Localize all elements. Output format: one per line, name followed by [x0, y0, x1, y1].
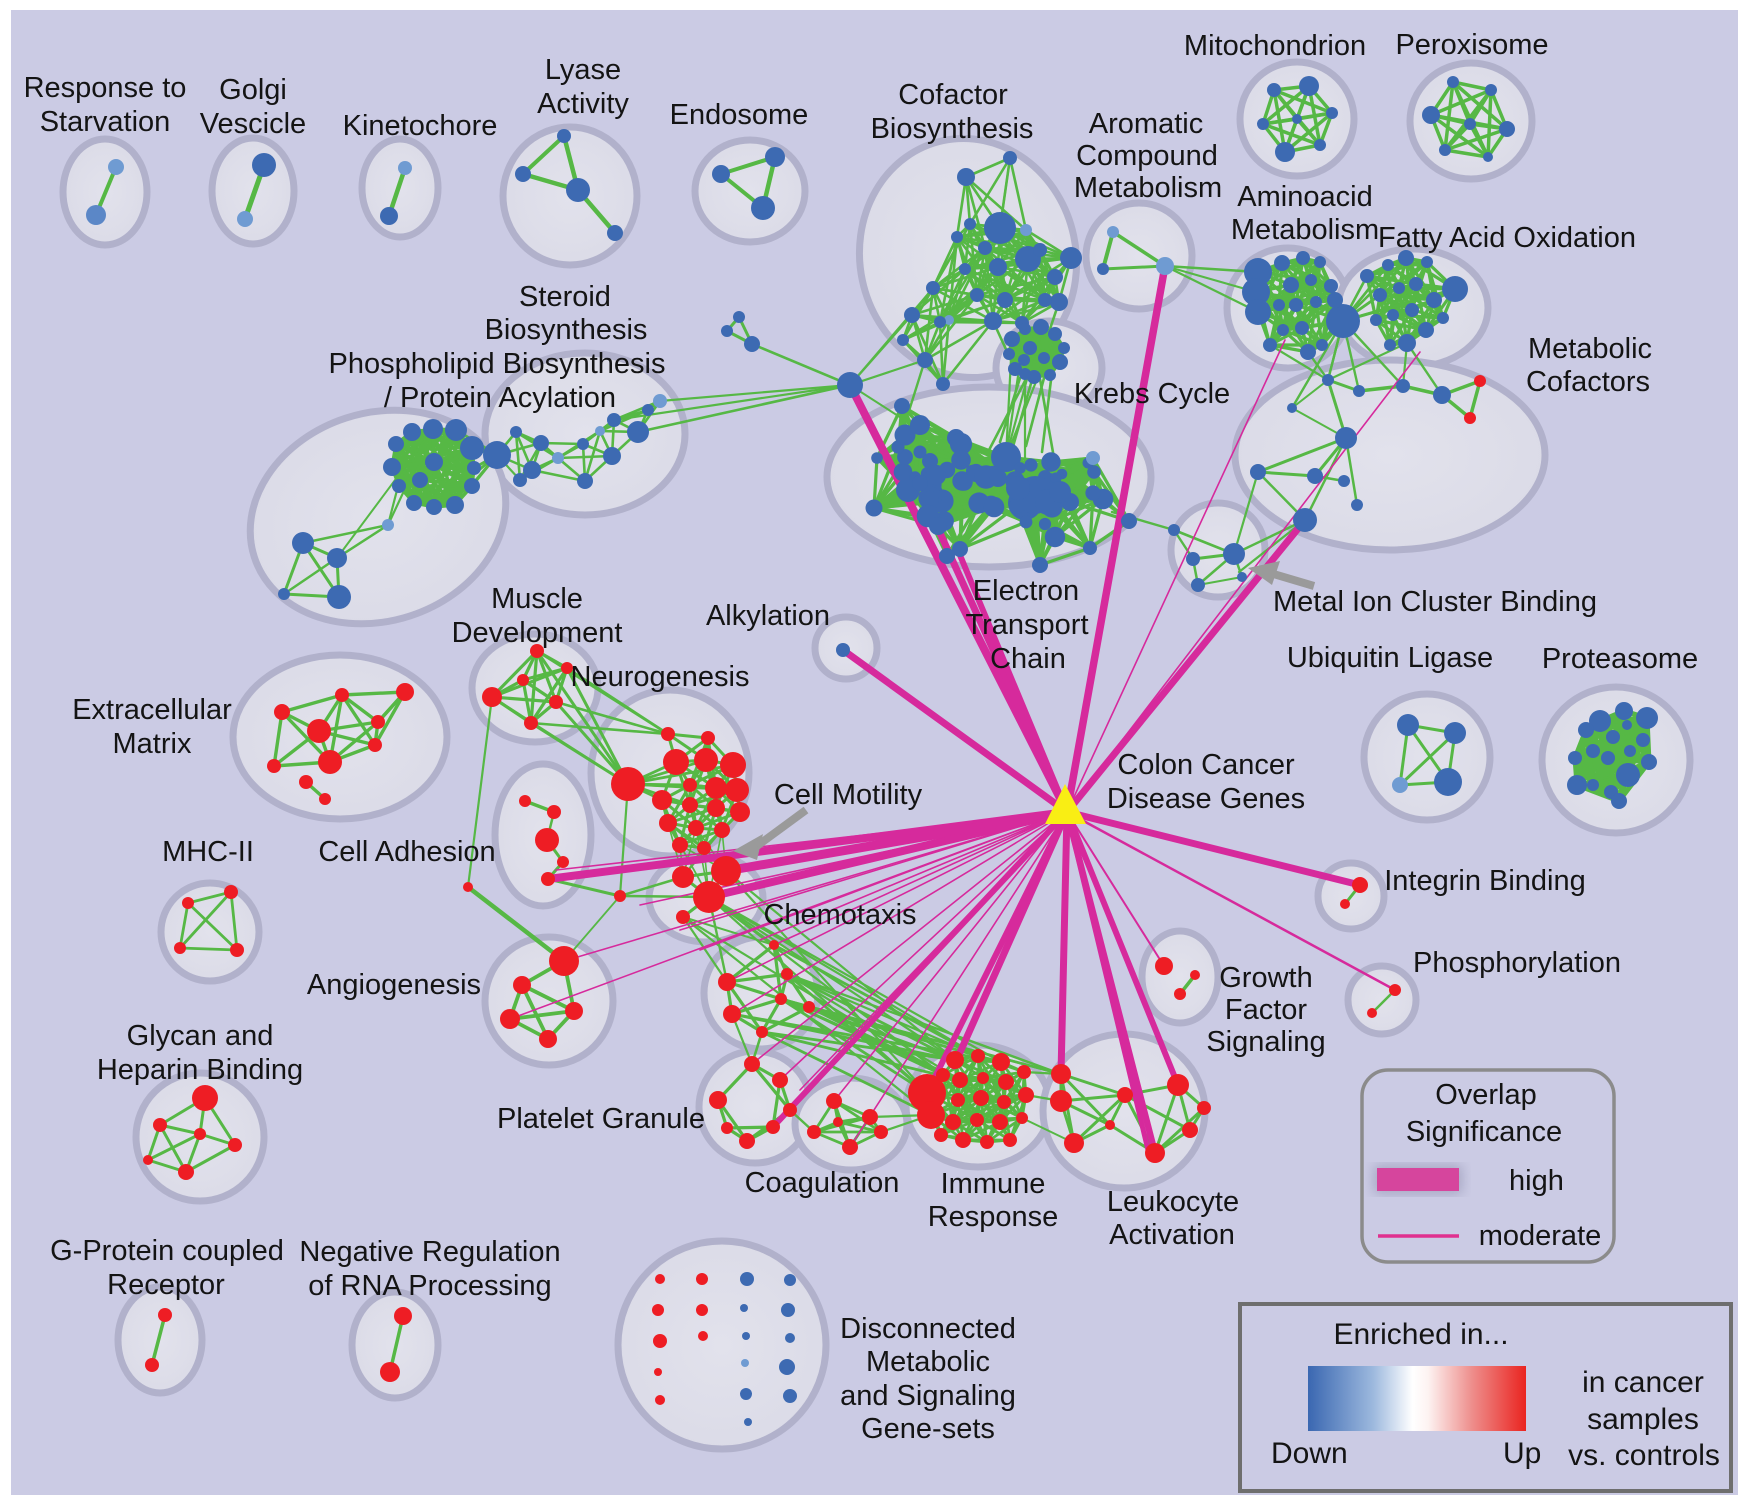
svg-text:Response to: Response to [24, 72, 187, 104]
svg-text:Down: Down [1271, 1437, 1348, 1470]
svg-text:Development: Development [452, 617, 623, 649]
svg-text:Peroxisome: Peroxisome [1395, 29, 1548, 61]
svg-text:Metabolic: Metabolic [1528, 333, 1652, 365]
svg-text:Factor: Factor [1225, 994, 1308, 1026]
svg-text:Platelet Granule: Platelet Granule [497, 1103, 705, 1135]
svg-text:Overlap: Overlap [1435, 1079, 1537, 1111]
svg-text:Aminoacid: Aminoacid [1237, 181, 1372, 213]
svg-text:Angiogenesis: Angiogenesis [307, 969, 481, 1001]
svg-text:Up: Up [1503, 1437, 1541, 1470]
svg-text:Biosynthesis: Biosynthesis [485, 314, 648, 346]
svg-text:Metal Ion Cluster Binding: Metal Ion Cluster Binding [1273, 586, 1597, 618]
svg-text:Growth: Growth [1219, 962, 1312, 994]
svg-text:Activation: Activation [1109, 1219, 1235, 1251]
svg-text:Chemotaxis: Chemotaxis [763, 899, 916, 931]
svg-text:Significance: Significance [1406, 1116, 1562, 1148]
svg-text:Lyase: Lyase [545, 54, 621, 86]
svg-text:Cofactors: Cofactors [1526, 366, 1650, 398]
svg-text:Kinetochore: Kinetochore [343, 110, 498, 142]
svg-text:Golgi: Golgi [219, 74, 287, 106]
svg-text:Matrix: Matrix [113, 728, 192, 760]
svg-text:Immune: Immune [941, 1168, 1046, 1200]
svg-text:Chain: Chain [990, 643, 1066, 675]
svg-text:Colon Cancer: Colon Cancer [1117, 749, 1295, 781]
svg-text:Alkylation: Alkylation [706, 600, 830, 632]
svg-text:Cell Motility: Cell Motility [774, 779, 923, 811]
svg-text:MHC-II: MHC-II [162, 836, 254, 868]
svg-text:Response: Response [928, 1201, 1059, 1233]
svg-text:in cancer: in cancer [1582, 1366, 1704, 1399]
svg-text:of RNA Processing: of RNA Processing [308, 1270, 551, 1302]
svg-text:Heparin Binding: Heparin Binding [97, 1054, 303, 1086]
svg-text:Metabolism: Metabolism [1231, 214, 1379, 246]
svg-text:Transport: Transport [965, 609, 1088, 641]
svg-text:high: high [1509, 1165, 1564, 1197]
svg-text:Starvation: Starvation [40, 106, 171, 138]
svg-text:Gene-sets: Gene-sets [861, 1413, 995, 1445]
svg-text:Metabolic: Metabolic [866, 1346, 990, 1378]
svg-text:/ Protein Acylation: / Protein Acylation [384, 382, 616, 414]
svg-text:G-Protein coupled: G-Protein coupled [50, 1235, 284, 1267]
svg-text:Phosphorylation: Phosphorylation [1413, 947, 1621, 979]
svg-text:Vescicle: Vescicle [200, 108, 306, 140]
svg-text:vs. controls: vs. controls [1568, 1439, 1720, 1472]
svg-text:Receptor: Receptor [107, 1269, 225, 1301]
svg-text:Cell Adhesion: Cell Adhesion [318, 836, 495, 868]
svg-text:Cofactor: Cofactor [898, 79, 1008, 111]
svg-text:and Signaling: and Signaling [840, 1380, 1016, 1412]
svg-text:Negative Regulation: Negative Regulation [299, 1236, 560, 1268]
svg-text:Phospholipid Biosynthesis: Phospholipid Biosynthesis [329, 348, 666, 380]
svg-text:Compound: Compound [1076, 140, 1218, 172]
svg-text:Glycan and: Glycan and [127, 1020, 274, 1052]
svg-text:Enriched in...: Enriched in... [1333, 1318, 1508, 1351]
svg-text:Disconnected: Disconnected [840, 1313, 1016, 1345]
svg-text:Disease Genes: Disease Genes [1107, 783, 1305, 815]
svg-text:Electron: Electron [973, 575, 1079, 607]
svg-text:Integrin Binding: Integrin Binding [1384, 865, 1586, 897]
svg-text:Extracellular: Extracellular [72, 694, 232, 726]
svg-text:Coagulation: Coagulation [745, 1167, 900, 1199]
svg-text:Aromatic: Aromatic [1089, 108, 1203, 140]
svg-text:Signaling: Signaling [1206, 1026, 1325, 1058]
svg-text:Mitochondrion: Mitochondrion [1184, 30, 1366, 62]
svg-text:Biosynthesis: Biosynthesis [871, 113, 1034, 145]
svg-text:Krebs Cycle: Krebs Cycle [1074, 378, 1230, 410]
svg-text:Leukocyte: Leukocyte [1107, 1186, 1239, 1218]
svg-text:Neurogenesis: Neurogenesis [571, 661, 750, 693]
svg-text:Endosome: Endosome [670, 99, 809, 131]
svg-text:Steroid: Steroid [519, 281, 611, 313]
svg-text:Muscle: Muscle [491, 583, 583, 615]
svg-text:Activity: Activity [537, 88, 629, 120]
svg-text:moderate: moderate [1479, 1220, 1602, 1252]
svg-text:Proteasome: Proteasome [1542, 643, 1698, 675]
svg-text:samples: samples [1587, 1403, 1699, 1436]
svg-text:Ubiquitin Ligase: Ubiquitin Ligase [1287, 642, 1493, 674]
svg-text:Metabolism: Metabolism [1074, 172, 1222, 204]
svg-text:Fatty Acid Oxidation: Fatty Acid Oxidation [1378, 222, 1636, 254]
